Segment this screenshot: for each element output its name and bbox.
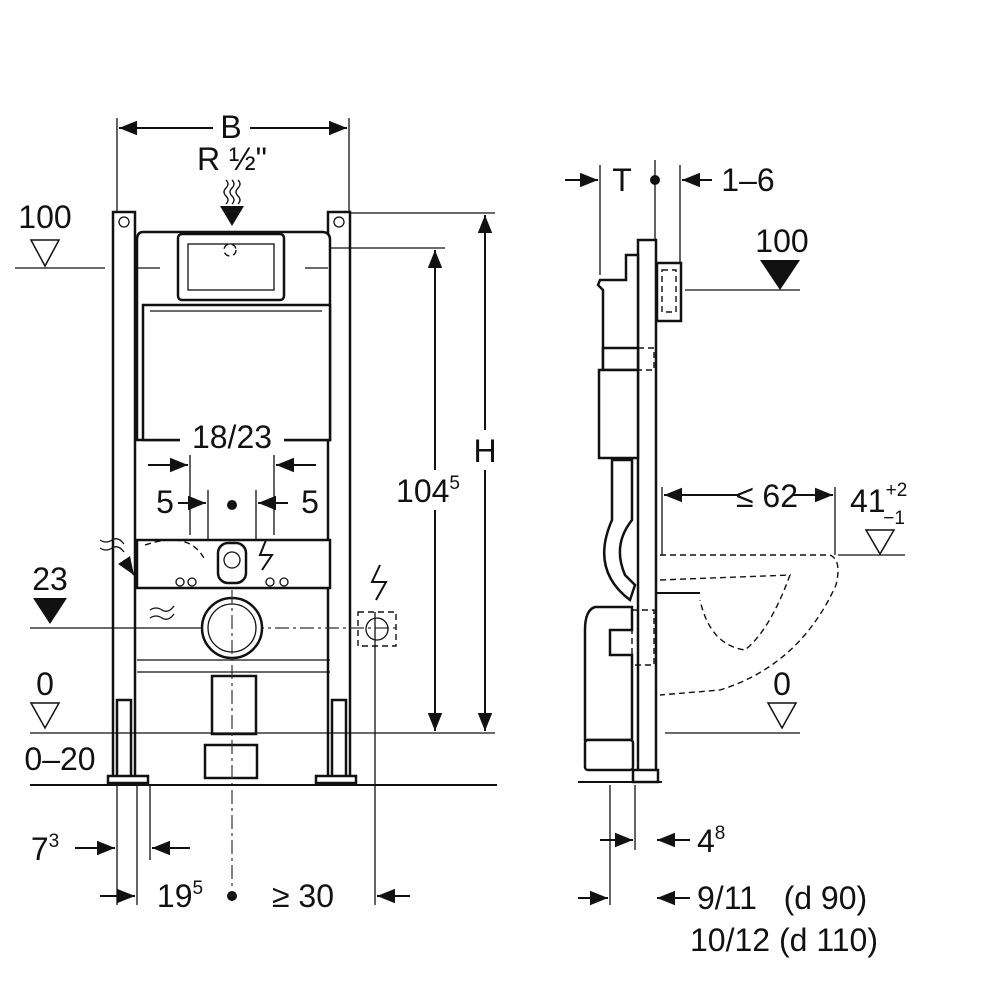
side-level-100-label: 100 [755, 223, 808, 259]
center-dot [227, 500, 237, 510]
foot-offset-label: 73 [31, 831, 59, 867]
flush-plate [176, 232, 286, 302]
frame-post-left [111, 210, 137, 782]
drain-offset-label: 195 [157, 878, 203, 914]
drain-d110-label: 10/12 (d 110) [690, 922, 878, 958]
wc-bowl-outline [659, 554, 839, 696]
water-icon [99, 538, 125, 553]
electric-socket-icon [370, 564, 388, 601]
offset-right-label: 5 [301, 484, 319, 520]
drain-d90-label: 9/11 (d 90) [697, 880, 867, 916]
electric-icon [258, 539, 274, 571]
frame-post-right [326, 210, 352, 782]
plate-gap-label: 1–6 [721, 162, 774, 198]
water-supply-icon [220, 179, 244, 226]
offset-left-label: 5 [156, 484, 174, 520]
floor-range-label: 0–20 [24, 741, 95, 777]
water-connection-label: R ½" [197, 141, 267, 177]
side-level-0-label: 0 [773, 666, 791, 702]
side-cistern [596, 253, 640, 372]
side-frame [636, 238, 658, 782]
width-label: B [220, 109, 241, 145]
flush-spacing-label: 18/23 [192, 419, 272, 455]
level-0-label: 0 [36, 666, 54, 702]
bowl-height-label: 41+2−1 [850, 480, 907, 529]
bowl-projection-label: ≤ 62 [736, 478, 798, 514]
socket-offset-label: ≥ 30 [272, 878, 334, 914]
side-view: T 1–6 100 ≤ 62 41+2−1 [565, 160, 907, 958]
flush-height-label: 1045 [396, 473, 460, 509]
pipe-offset-label: 48 [697, 823, 725, 859]
drain-elbow [583, 605, 634, 742]
front-view: B R ½" 100 [15, 109, 497, 914]
level-100-label: 100 [18, 199, 71, 235]
level-23-label: 23 [32, 561, 68, 597]
total-height-label: H [473, 433, 496, 469]
flush-pipe [603, 458, 637, 603]
depth-label: T [612, 162, 632, 198]
level-marker-filled-icon [33, 598, 67, 624]
level-marker-icon [29, 239, 61, 268]
